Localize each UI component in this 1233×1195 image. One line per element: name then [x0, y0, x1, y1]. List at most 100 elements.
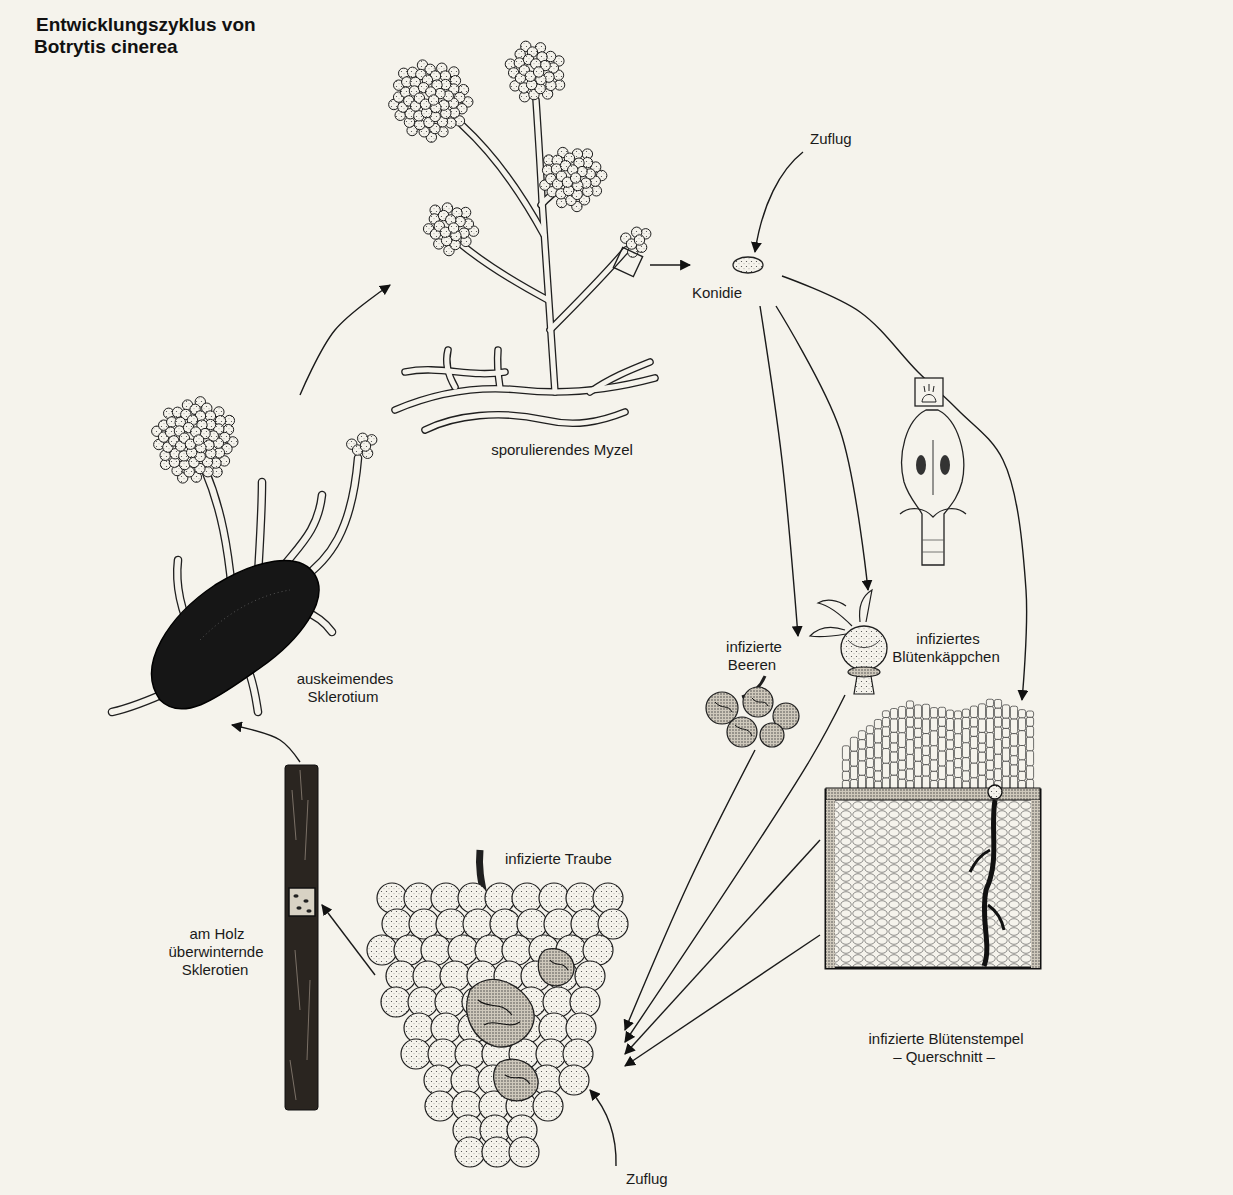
papilla-cell [842, 760, 849, 771]
flower-cap-drawing [810, 590, 887, 694]
cycle-arrow [232, 725, 300, 762]
papilla-cell [986, 699, 993, 706]
cycle-arrow [625, 935, 820, 1066]
papilla-cell [1002, 748, 1009, 761]
papilla-cell [970, 763, 977, 778]
papilla-cell [930, 731, 937, 746]
hypha [462, 125, 544, 235]
hypha-outline [462, 245, 548, 300]
papilla-cell [938, 737, 945, 751]
label-wrap: infiziertes Blütenkäppchen [890, 630, 1004, 666]
papilla-cell [970, 736, 977, 748]
conidium-drawing [733, 257, 763, 273]
grape-berry [394, 935, 424, 965]
sclerotium-drawing [112, 397, 377, 712]
cap-line [848, 640, 880, 648]
papilla-cell [842, 746, 849, 760]
papilla-cell [1002, 737, 1009, 747]
papilla-cell [906, 769, 913, 781]
stage-label: infiziertes Blütenkäppchen [892, 630, 1002, 665]
papilla-cell [922, 704, 929, 719]
papilla-cell [898, 706, 905, 718]
papilla-cell [978, 762, 985, 775]
papilla-cell [922, 719, 929, 734]
hypha [550, 250, 626, 330]
papilla-cell [986, 747, 993, 760]
papilla-cell [1018, 760, 1025, 772]
grape-berry [536, 1039, 566, 1069]
papilla-cell [890, 762, 897, 775]
hypha-outline [536, 100, 555, 392]
spore [570, 173, 580, 183]
grape-drawing [367, 850, 628, 1167]
grape-berry [563, 1039, 593, 1069]
papilla-cell [1002, 718, 1009, 728]
papilla-cell [882, 763, 889, 778]
stage-node: infizierte Blütenstempel – Querschnitt – [820, 700, 1045, 1068]
papilla-cell [978, 704, 985, 719]
papilla-cell [946, 761, 953, 775]
papilla-cell [946, 710, 953, 718]
grape-berry [425, 1091, 455, 1121]
cane [285, 765, 318, 1110]
wrinkle [752, 698, 768, 706]
hypha-outline [282, 495, 322, 568]
hypha-outline [205, 470, 232, 590]
papilla-cell [1026, 766, 1033, 780]
detail-frame [289, 888, 315, 916]
infection-hypha [984, 800, 995, 966]
papilla-cell [1018, 731, 1025, 746]
stage-node: Konidie [690, 250, 782, 306]
papilla-cell [930, 718, 937, 731]
stage-label: infizierte Traube [503, 850, 614, 867]
papilla-cell [954, 768, 961, 778]
papilla-cell [1010, 719, 1017, 734]
pistil-rim [826, 800, 835, 968]
pistil-rim [826, 788, 1040, 800]
grape-berry [593, 883, 623, 913]
papilla-cell [986, 770, 993, 779]
bark-crack [305, 800, 308, 860]
influx-label: Zuflug [624, 1170, 670, 1188]
papilla-cell [978, 743, 985, 752]
grape-berry [386, 961, 416, 991]
papilla-cell [922, 765, 929, 776]
papilla-cell [906, 727, 913, 740]
grape-berry [381, 987, 411, 1017]
papilla-cell [954, 734, 961, 748]
stage-label: infizierte Beeren [724, 638, 782, 673]
papilla-cell [874, 743, 881, 758]
grape-berry [485, 883, 515, 913]
papilla-cell [882, 711, 889, 718]
grape-berry [583, 935, 613, 965]
papilla-cell [850, 751, 857, 766]
sclerotium-highlight [200, 590, 290, 640]
cap-petal [818, 600, 852, 626]
papilla-cell [906, 708, 913, 717]
papilla-cell [866, 758, 873, 767]
infected-berry [760, 723, 784, 747]
papilla-cell [986, 718, 993, 732]
rotten-berry [538, 949, 574, 986]
cycle-arrow [776, 306, 868, 590]
cycle-arrow [650, 264, 690, 265]
label-wrap: sporulierendes Myzel [484, 441, 640, 459]
grape-berry [440, 961, 470, 991]
papilla-cell [978, 752, 985, 762]
stage-node: infizierte Beeren [700, 636, 806, 750]
grape-berry [566, 1013, 596, 1043]
grape-berry [559, 1065, 589, 1095]
grape-berry [458, 883, 488, 913]
papilla-cell [962, 771, 969, 781]
label-wrap: am Holz überwinternde Sklerotien [152, 925, 280, 979]
hypha [258, 482, 262, 575]
grape-berry [502, 935, 532, 965]
hypha-outline [498, 350, 500, 388]
papilla-cell [882, 718, 889, 727]
bark-crack [300, 770, 302, 800]
wood-drawing [285, 765, 318, 1110]
papilla-cell [962, 709, 969, 717]
grape-berry [448, 935, 478, 965]
cycle-arrow [625, 840, 820, 1054]
